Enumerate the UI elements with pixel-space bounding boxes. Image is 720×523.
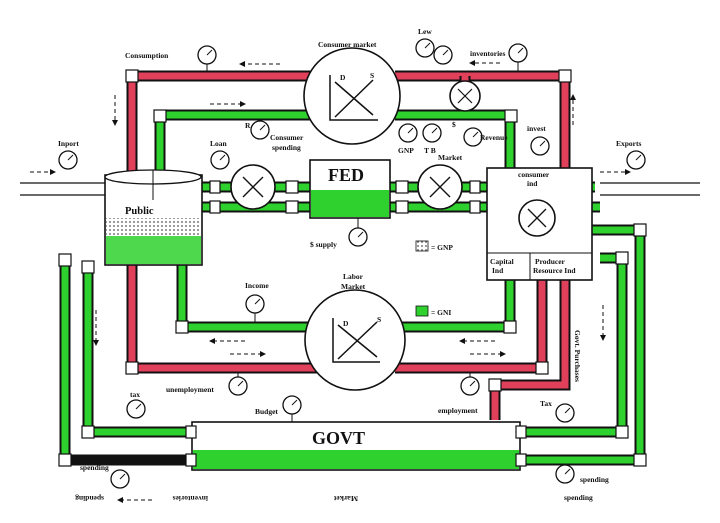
legend: = GNP = GNI xyxy=(415,240,453,317)
unemployment-label: unemployment xyxy=(166,385,214,394)
employment-gauge xyxy=(460,373,480,396)
public-tank: Public xyxy=(104,169,203,266)
legend-gnp-swatch xyxy=(415,240,429,252)
import-label: Inport xyxy=(58,139,79,148)
budget-label: Budget xyxy=(255,407,278,416)
loan-label: Loan xyxy=(210,139,228,148)
bottom-inventories-label: inventories xyxy=(173,494,208,503)
bottom-market-label: Market xyxy=(333,494,358,503)
loan-gauge xyxy=(210,150,230,170)
invest-gauge xyxy=(530,136,550,156)
invest-label: invest xyxy=(527,124,546,133)
consumption-label: Consumption xyxy=(125,51,169,60)
supply-label: S xyxy=(370,71,374,80)
consumer-ind-label-2: ind xyxy=(527,179,538,188)
tax-right-gauge xyxy=(555,403,575,423)
tb-gauge-label: T B xyxy=(424,146,436,155)
demand-label: D xyxy=(340,73,346,82)
exports-gauge xyxy=(626,150,646,170)
tax-left-gauge xyxy=(126,399,146,419)
spending-left-label: spending xyxy=(80,463,109,472)
inventories-label: inventories xyxy=(470,49,505,58)
capital-ind-label-1: Capital xyxy=(490,257,514,266)
fed-box: FED xyxy=(309,159,391,219)
labor-demand-label: D xyxy=(343,319,349,328)
producer-ind-label-2: Resource Ind xyxy=(533,266,576,275)
consumer-spending-gauge xyxy=(250,120,270,140)
capital-ind-label-2: Ind xyxy=(492,266,504,275)
inventory-left-gauge xyxy=(433,45,453,65)
pipe-joints xyxy=(58,69,647,467)
tb-gauge xyxy=(422,123,442,143)
bottom-spending-label: spending xyxy=(75,494,104,503)
unemployment-gauge xyxy=(228,373,248,396)
labor-market-label-1: Labor xyxy=(343,272,364,281)
industry-box: consumer ind Capital Ind Producer Resour… xyxy=(486,167,593,281)
consumer-spending-label-2: spending xyxy=(272,143,301,152)
money-supply-label: $ supply xyxy=(310,240,337,249)
employment-label: employment xyxy=(438,406,478,415)
rate-top-label: Lew xyxy=(418,27,432,36)
consumption-gauge xyxy=(197,45,217,72)
dollar-market-label-2: Market xyxy=(438,153,463,162)
public-label: Public xyxy=(125,206,154,217)
spending-right-label: spending xyxy=(580,475,609,484)
rate-gauge xyxy=(415,38,435,58)
exports-label: Exports xyxy=(616,139,642,148)
producer-ind-label-1: Producer xyxy=(535,257,566,266)
dollar-market xyxy=(417,164,463,210)
consumer-market-label: Consumer market xyxy=(318,40,377,49)
labor-market: D S Labor Market xyxy=(304,272,406,391)
tax-right-label: Tax xyxy=(540,399,552,408)
govt-purchases-label: Govt. Purchases xyxy=(573,330,582,382)
inventory-market xyxy=(449,80,481,112)
consumer-market: D S Consumer market xyxy=(303,40,401,145)
gauges xyxy=(58,38,646,489)
money-supply-gauge xyxy=(348,218,368,247)
import-gauge xyxy=(58,150,78,170)
tax-left-label: tax xyxy=(130,390,140,399)
labels: Consumption inventories Lew Inport Expor… xyxy=(58,27,642,503)
spending-left-gauge xyxy=(110,469,130,489)
legend-gnp-label: = GNP xyxy=(431,243,453,252)
consumer-ind-label-1: consumer xyxy=(518,170,550,179)
revenue-gauge xyxy=(463,127,483,147)
fed-label: FED xyxy=(328,165,364,185)
inventories-gauge xyxy=(508,43,528,72)
consumer-spending-label-1: Consumer xyxy=(270,133,304,142)
income-gauge xyxy=(245,294,265,322)
bottom-spending-right-label: spending xyxy=(564,493,593,502)
labor-supply-label: S xyxy=(377,315,381,324)
rs-label: R xyxy=(245,121,251,130)
dollar-market-label-1: $ xyxy=(452,120,456,129)
loan-market xyxy=(230,164,276,210)
revenue-label: Revenue xyxy=(480,133,508,142)
gnp-gauge xyxy=(398,123,418,143)
flow-arrows xyxy=(30,60,631,503)
budget-gauge xyxy=(282,395,302,422)
legend-gni-label: = GNI xyxy=(431,308,451,317)
labor-market-label-2: Market xyxy=(341,282,366,291)
spending-right-gauge xyxy=(555,464,575,484)
gnp-gauge-label: GNP xyxy=(398,146,414,155)
govt-label: GOVT xyxy=(312,428,365,448)
legend-gni-swatch xyxy=(415,305,429,317)
govt-box: GOVT xyxy=(191,421,521,471)
income-label: Income xyxy=(245,281,269,290)
